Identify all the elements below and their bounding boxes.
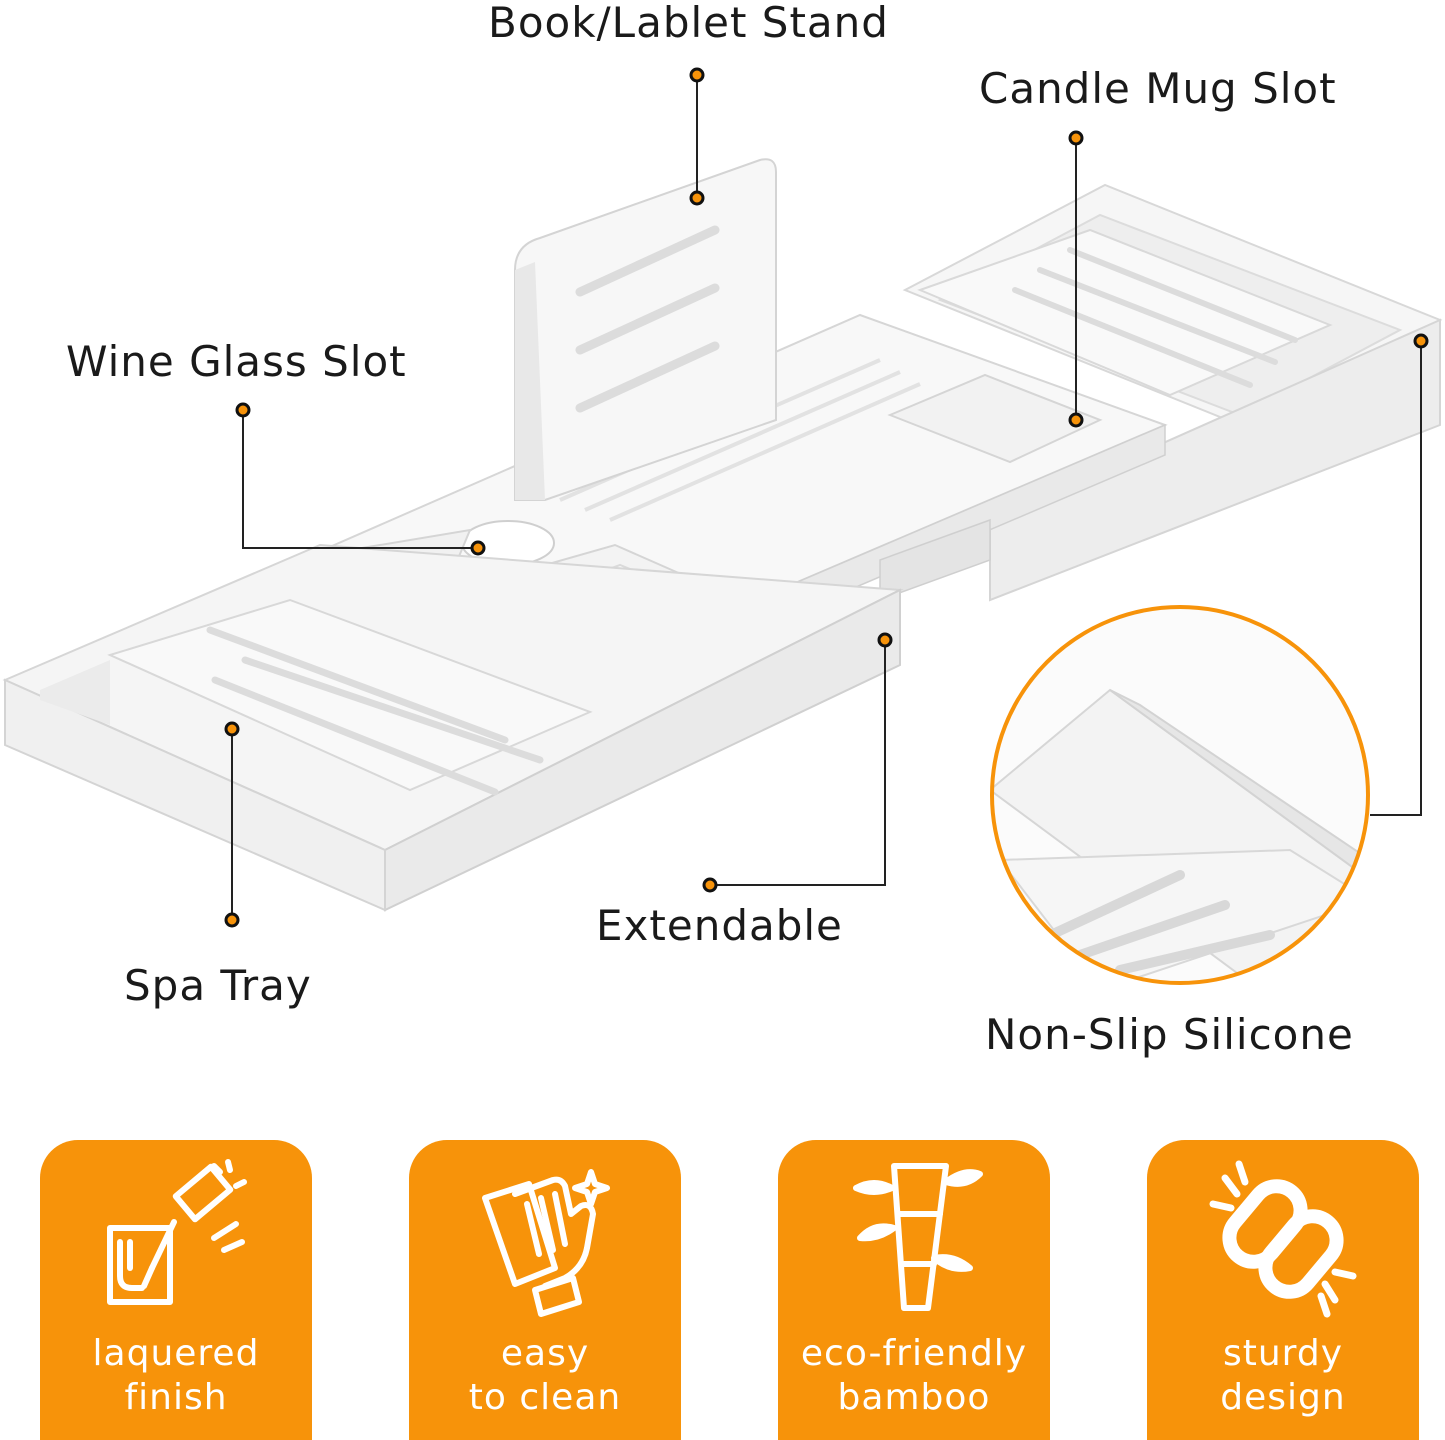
bath-caddy-illustration — [2, 67, 1443, 985]
gloves-sparkle-icon — [482, 1169, 610, 1317]
feature-text-clean: easy to clean — [468, 1333, 622, 1418]
left-frame — [2, 543, 904, 912]
slide-rails — [879, 518, 991, 602]
bamboo-icon — [853, 1163, 983, 1311]
label-book-stand: Book/Lablet Stand — [488, 0, 889, 47]
dot-candle-top — [1068, 130, 1084, 146]
dot-extend-top — [877, 632, 893, 648]
feature-card-sturdy: sturdy design — [1147, 1140, 1419, 1440]
feature-card-finish: laquered finish — [40, 1140, 312, 1440]
label-extendable: Extendable — [596, 901, 843, 950]
feature-text-bamboo: eco-friendly bamboo — [800, 1333, 1028, 1418]
dot-candle-bottom — [1068, 412, 1084, 428]
right-frame — [902, 183, 1443, 602]
chain-link-icon — [1209, 1160, 1357, 1318]
silicone-zoom-circle — [990, 605, 1370, 985]
dot-wine-end — [470, 540, 486, 556]
feature-card-bamboo: eco-friendly bamboo — [778, 1140, 1050, 1440]
dot-extend-end — [702, 877, 718, 893]
feature-cards: laquered finish easy to clean eco-friend… — [0, 1140, 1445, 1440]
dot-spa-bottom — [224, 912, 240, 928]
feature-card-clean: easy to clean — [409, 1140, 681, 1440]
callout-dots — [224, 67, 1429, 928]
label-candle-mug: Candle Mug Slot — [979, 64, 1337, 113]
label-spa-tray: Spa Tray — [124, 961, 312, 1010]
callout-leaders — [231, 75, 1422, 920]
dot-book-top — [689, 67, 705, 83]
label-wine-glass: Wine Glass Slot — [66, 337, 407, 386]
book-stand — [514, 158, 777, 501]
feature-text-sturdy: sturdy design — [1220, 1333, 1346, 1418]
dot-spa-top — [224, 721, 240, 737]
feature-text-finish: laquered finish — [92, 1333, 260, 1418]
dot-book-bottom — [689, 190, 705, 206]
label-non-slip: Non-Slip Silicone — [985, 1010, 1354, 1059]
dot-wine-top — [235, 402, 251, 418]
paint-roller-icon — [107, 1159, 247, 1305]
dot-nonslip-top — [1413, 333, 1429, 349]
product-scene: Book/Lablet Stand Candle Mug Slot Wine G… — [2, 0, 1443, 1059]
